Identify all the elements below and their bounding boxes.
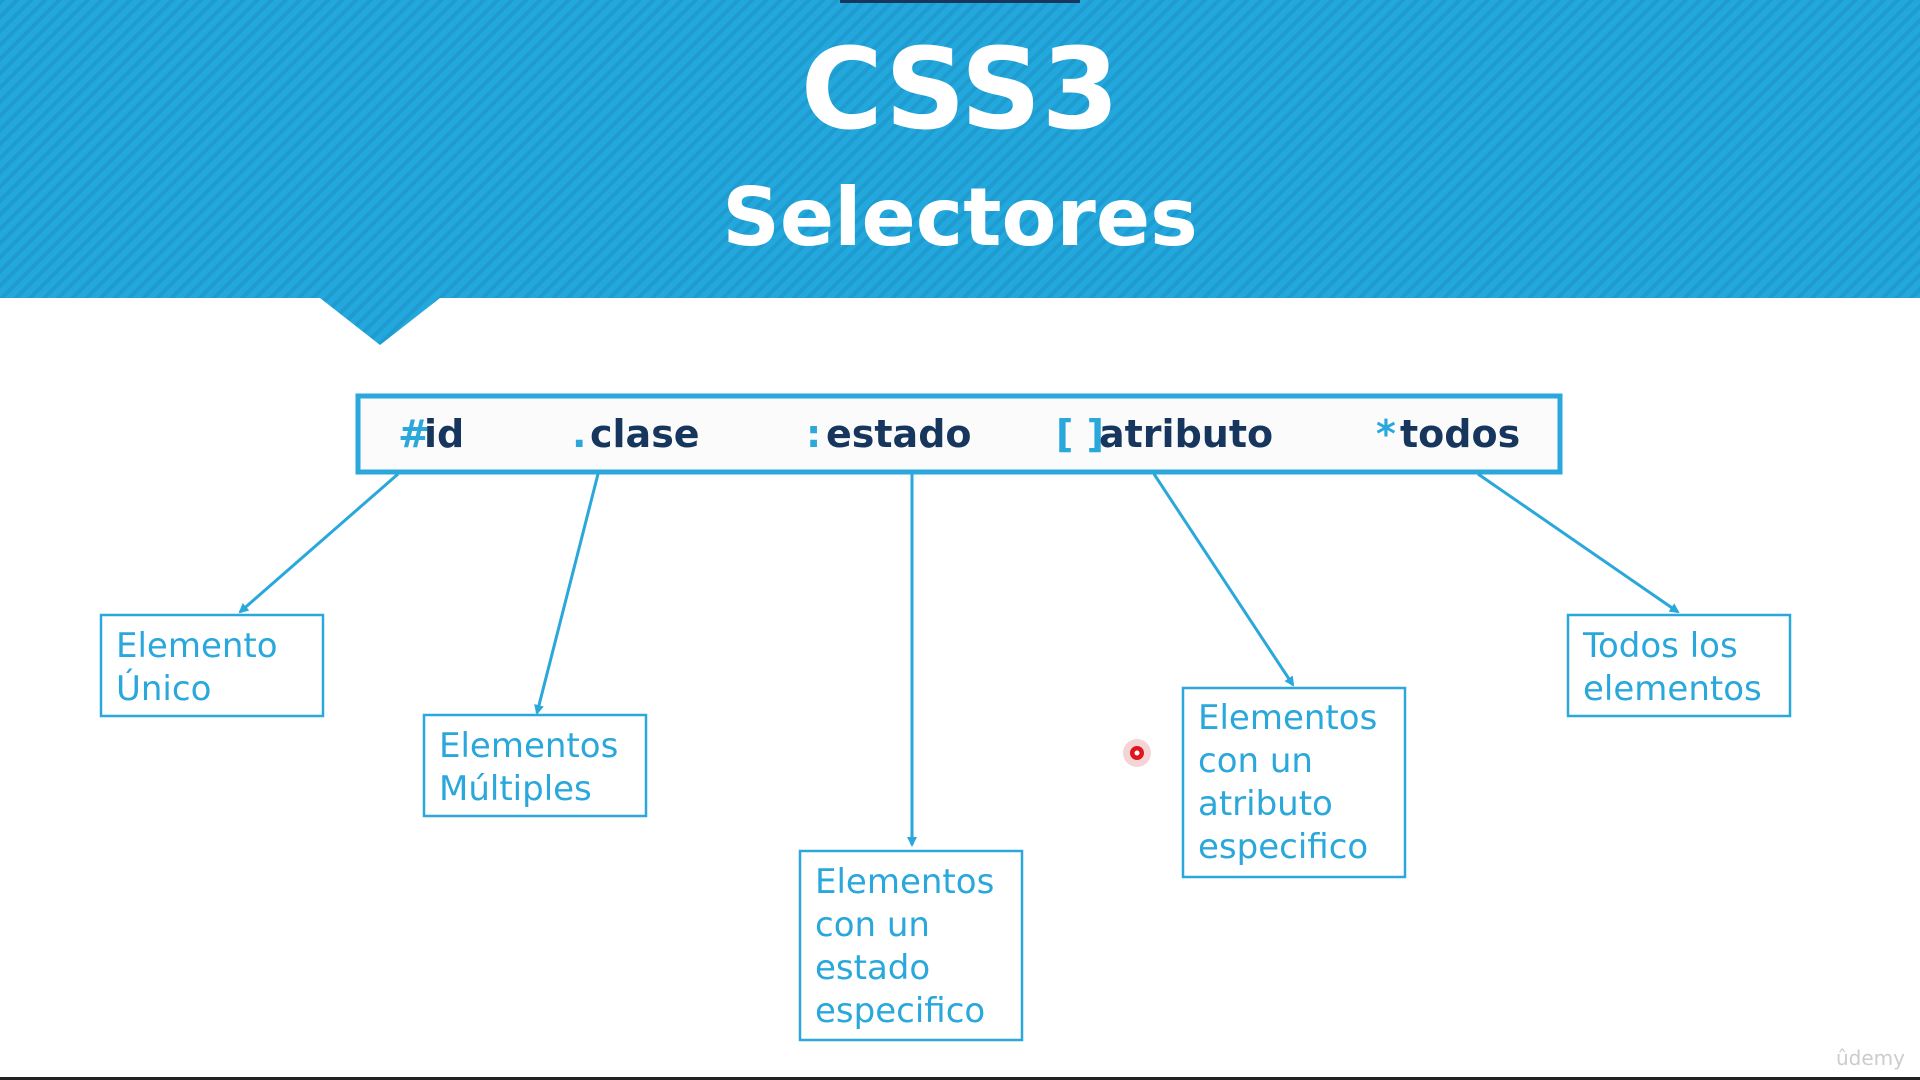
selector-attribute: [ ] atributo (1056, 412, 1273, 456)
description-text-line: Elementos (815, 862, 994, 902)
description-text-line: Elementos (439, 726, 618, 766)
selector-symbol-hash: # (398, 412, 430, 456)
selector-id: # id (398, 412, 464, 456)
header-banner (0, 0, 1920, 345)
description-text-line: especifico (1198, 827, 1368, 867)
description-text-line: con un (815, 905, 930, 945)
description-box-id: Elemento Único (99, 613, 325, 718)
description-text-line: Único (116, 668, 211, 709)
header-top-accent (840, 0, 1080, 3)
arrow-todos (1477, 472, 1680, 614)
selector-word-estado: estado (826, 412, 972, 456)
cursor-indicator-icon (1123, 739, 1151, 767)
selector-word-clase: clase (590, 412, 700, 456)
selector-word-atributo: atributo (1099, 412, 1273, 456)
header-title: CSS3 (801, 25, 1120, 155)
description-text-line: elementos (1583, 669, 1762, 709)
selector-word-id: id (424, 412, 464, 456)
selector-symbol-brackets: [ ] (1056, 412, 1104, 456)
selector-symbol-colon: : (806, 412, 821, 456)
description-text-line: Elementos (1198, 698, 1377, 738)
description-text-line: Múltiples (439, 769, 592, 809)
selector-symbol-asterisk: * (1376, 412, 1396, 456)
description-text-line: Todos los (1582, 626, 1738, 666)
description-text-line: con un (1198, 741, 1313, 781)
description-text-line: especifico (815, 991, 985, 1031)
slide-bottom-border (0, 1077, 1920, 1080)
selector-all: * todos (1376, 412, 1520, 456)
description-box-clase: Elementos Múltiples (422, 713, 648, 818)
selector-symbol-dot: . (572, 412, 586, 456)
header-subtitle: Selectores (722, 171, 1198, 264)
description-box-todos: Todos los elementos (1566, 613, 1792, 718)
arrow-id (238, 472, 399, 614)
description-text-line: Elemento (116, 626, 278, 666)
udemy-watermark: ûdemy (1836, 1046, 1905, 1070)
selector-bar (355, 393, 1563, 475)
description-box-atributo: Elementos con un atributo especifico (1181, 686, 1407, 879)
description-text-line: estado (815, 948, 930, 988)
description-box-estado: Elementos con un estado especifico (798, 849, 1024, 1042)
selector-class: . clase (572, 412, 700, 456)
arrow-atributo (1152, 473, 1295, 687)
arrow-clase (534, 473, 600, 715)
description-text-line: atributo (1198, 784, 1333, 824)
selector-state: : estado (806, 412, 972, 456)
selector-word-todos: todos (1400, 412, 1520, 456)
